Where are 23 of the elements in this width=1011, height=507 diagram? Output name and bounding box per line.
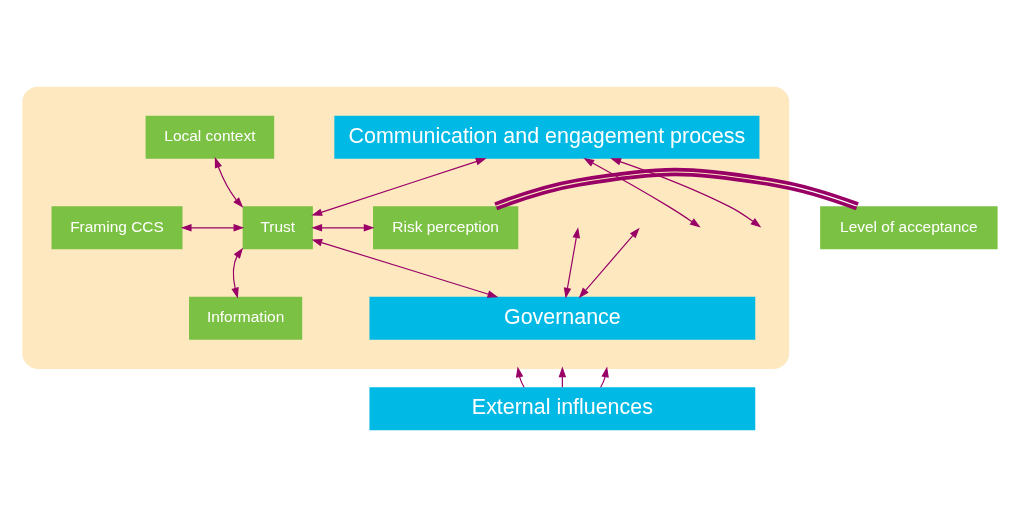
arrow bbox=[600, 366, 609, 388]
arrow bbox=[231, 247, 244, 298]
node-box: Risk perception bbox=[373, 205, 519, 249]
arrow bbox=[610, 157, 762, 228]
node-box: External influences bbox=[369, 386, 756, 430]
arrow bbox=[214, 156, 244, 208]
arrow bbox=[515, 366, 525, 388]
arrow bbox=[311, 238, 499, 298]
node-box: Level of acceptance bbox=[820, 205, 998, 249]
node-box: Local context bbox=[145, 115, 275, 159]
arrow bbox=[311, 157, 487, 216]
arrow bbox=[578, 227, 640, 298]
arrow bbox=[583, 157, 701, 227]
cluster bbox=[22, 86, 790, 369]
arrow bbox=[563, 226, 580, 299]
arrow bbox=[180, 223, 245, 232]
node-box: Communication and engagement process bbox=[334, 115, 760, 159]
node-box: Information bbox=[189, 296, 303, 340]
node-box: Trust bbox=[242, 205, 313, 249]
connector bbox=[494, 167, 859, 210]
node-box: Governance bbox=[369, 296, 756, 340]
arrow bbox=[311, 223, 375, 232]
node-box: Framing CCS bbox=[51, 205, 183, 249]
